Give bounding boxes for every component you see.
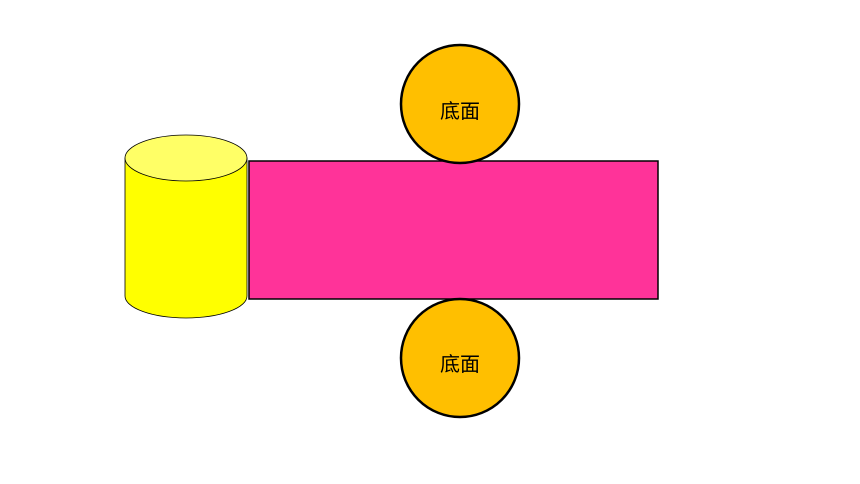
bottom-base-circle <box>399 297 521 419</box>
cylinder-top-face <box>124 134 248 182</box>
top-base-label: 底面 <box>440 99 480 123</box>
cylinder-body <box>124 157 248 319</box>
bottom-base-label: 底面 <box>440 352 480 376</box>
top-base-circle <box>399 43 521 165</box>
cylinder-3d <box>124 134 248 319</box>
lateral-surface-rectangle <box>248 160 659 300</box>
